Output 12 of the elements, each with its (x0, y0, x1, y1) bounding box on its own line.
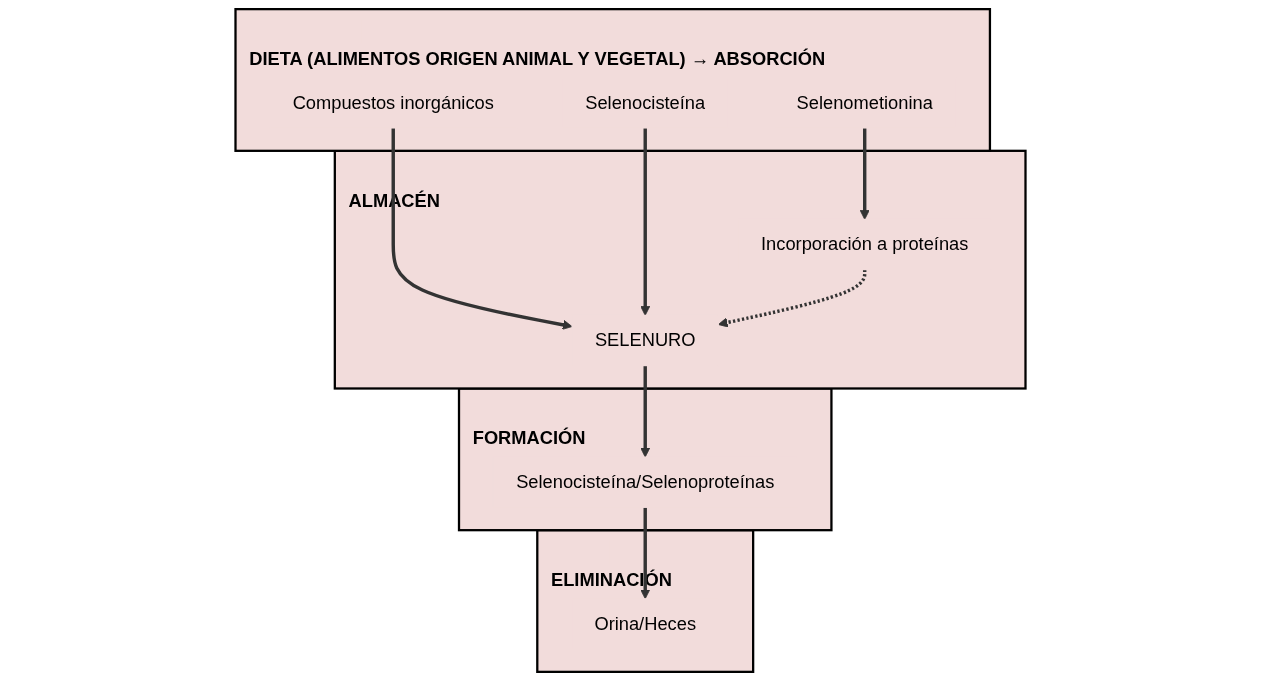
node-text: Selenometionina (796, 92, 933, 112)
arrow (391, 127, 573, 330)
node-text: Selenocisteína (585, 92, 706, 112)
node-text: Selenocisteína/Selenoproteínas (516, 471, 775, 492)
node-text: Orina/Heces (594, 613, 697, 634)
arrow (640, 507, 651, 600)
node-text: Incorporación a proteínas (761, 234, 969, 254)
node-text: SELENURO (594, 330, 696, 350)
node-text: Compuestos inorgánicos (292, 92, 494, 112)
arrow (640, 127, 651, 316)
arrow (859, 127, 870, 220)
arrow (640, 365, 651, 458)
